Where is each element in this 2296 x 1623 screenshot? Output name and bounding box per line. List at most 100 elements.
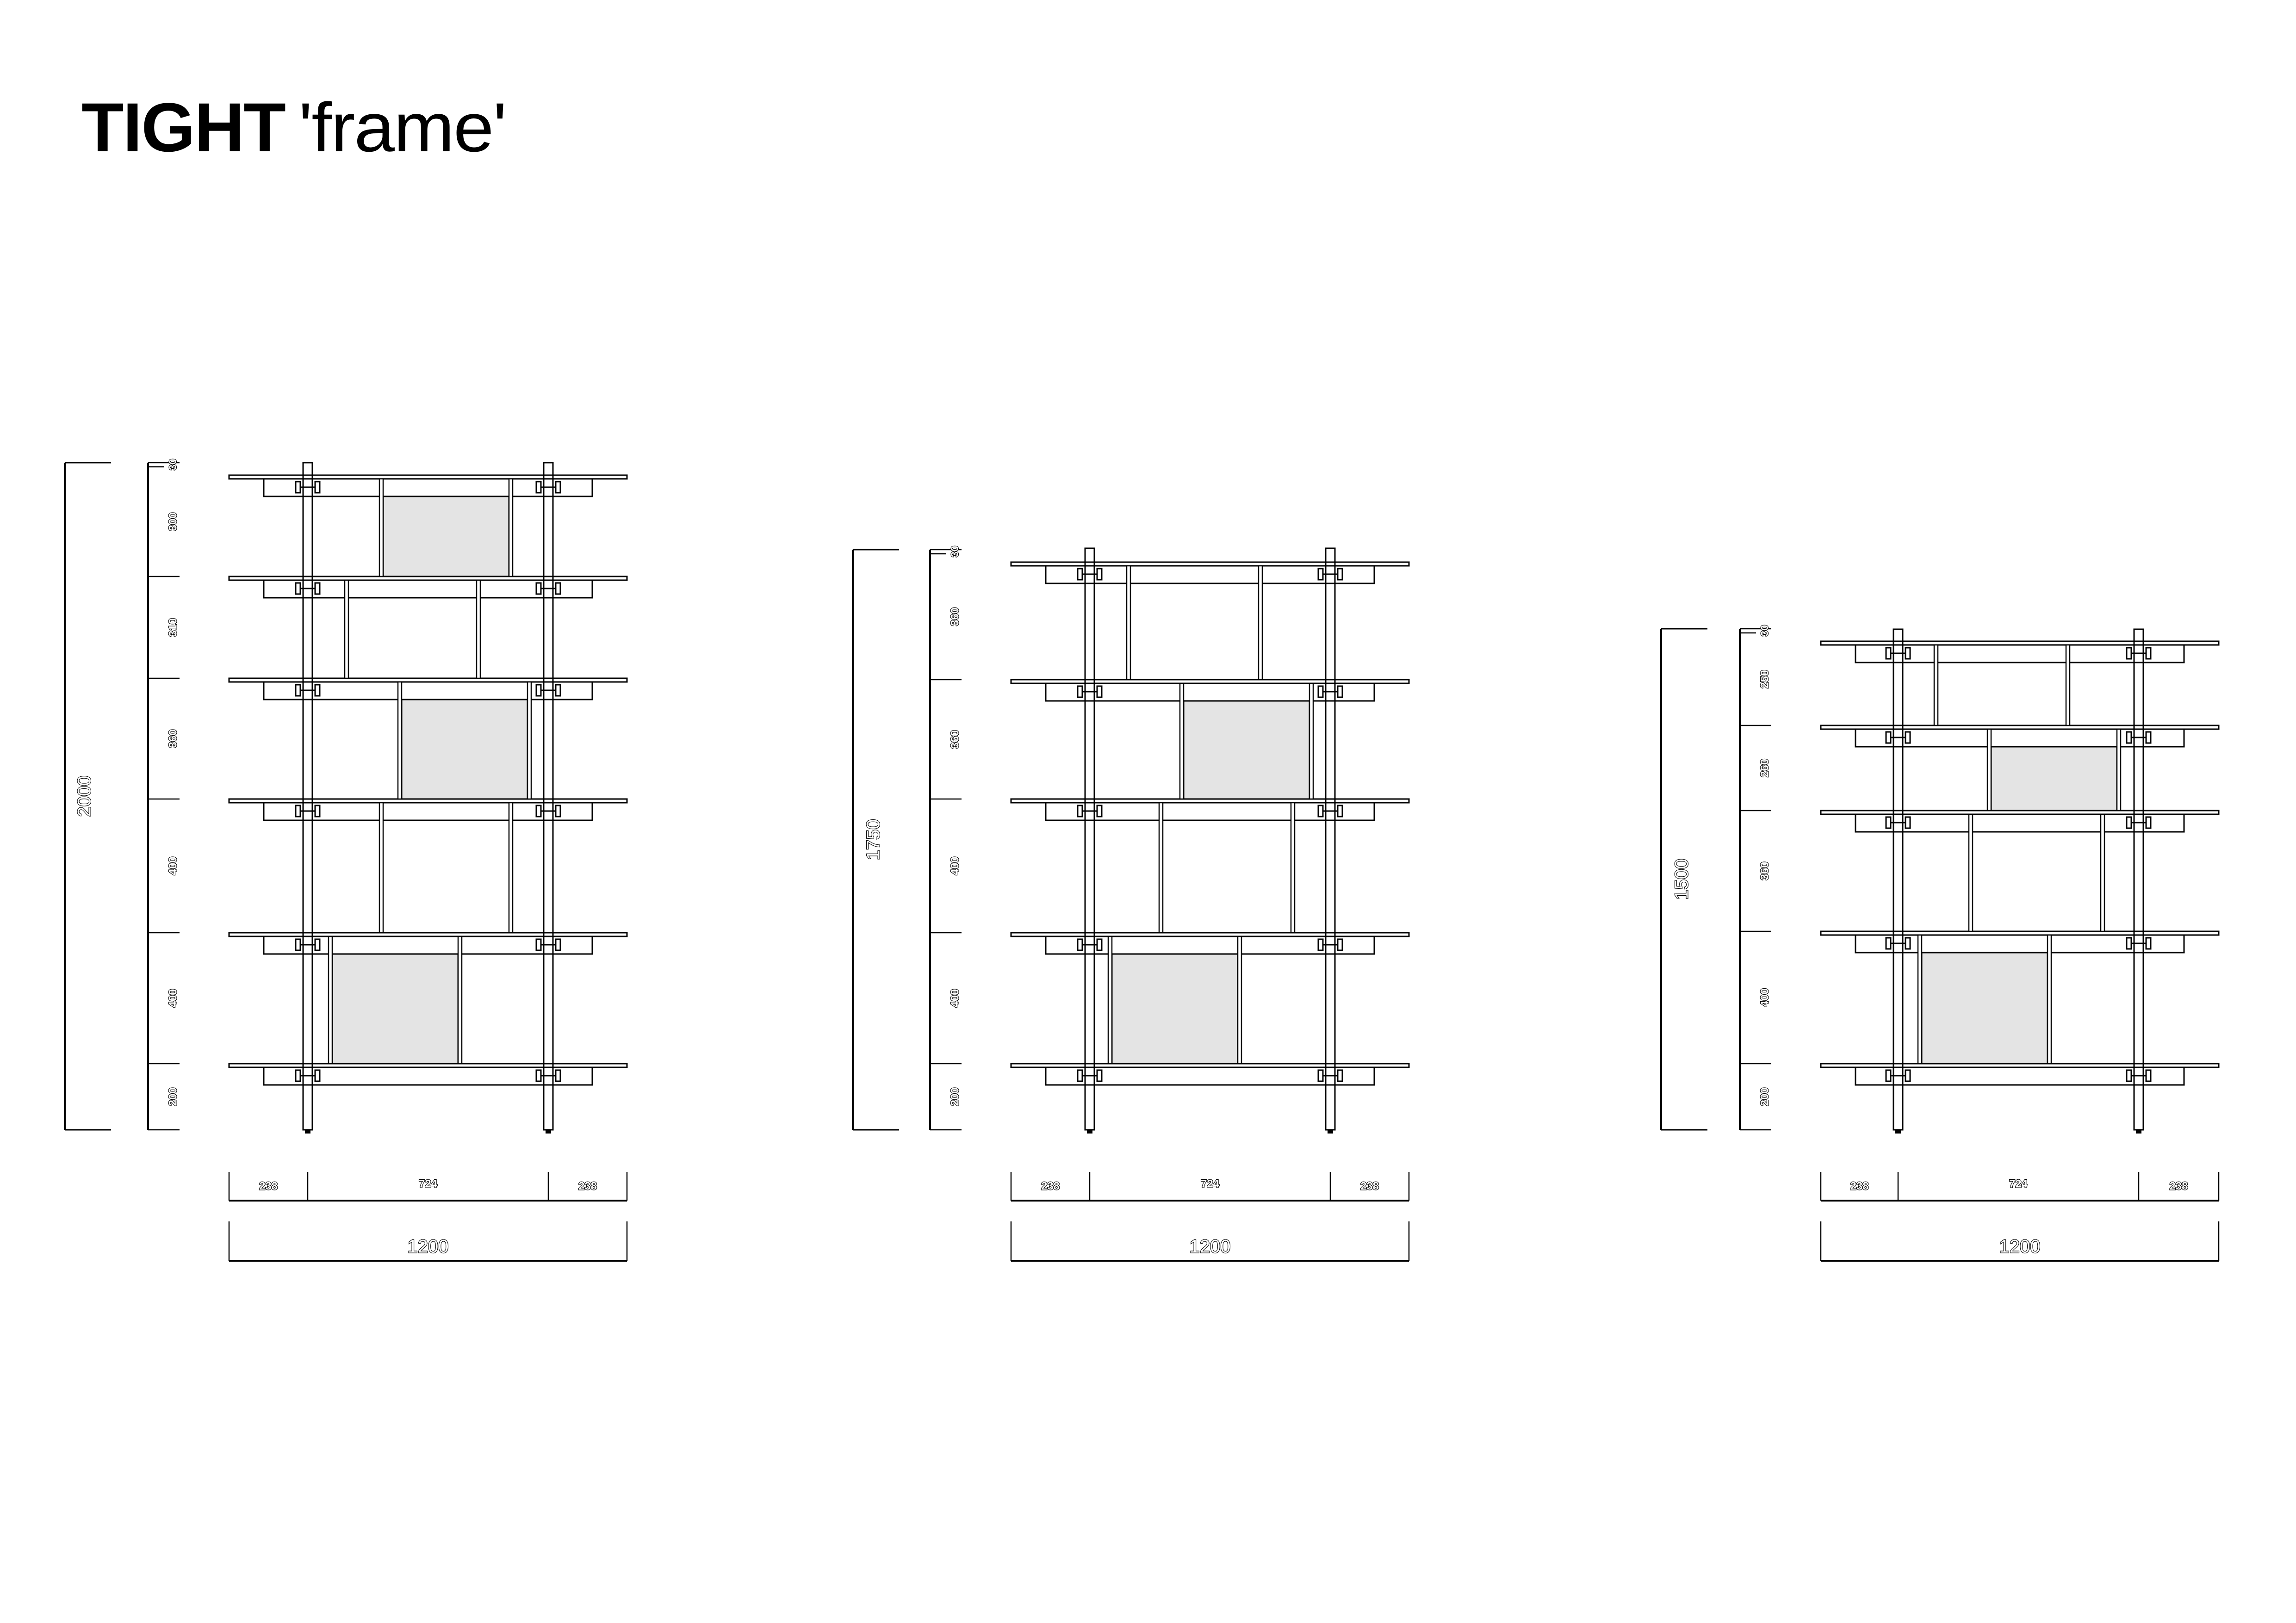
clamp-bracket (1077, 1069, 1083, 1082)
divider (527, 681, 532, 800)
divider (1126, 565, 1131, 681)
upright-post (1325, 547, 1336, 1131)
divider (476, 579, 481, 679)
clamp-bracket (314, 938, 321, 951)
dimension-segment-height: 30 (1759, 625, 1770, 636)
clamp-bracket (1096, 1069, 1103, 1082)
foot (2136, 1130, 2141, 1134)
dimension-total-width: 1200 (1999, 1237, 2041, 1257)
clamp-bracket (295, 684, 301, 697)
clamp-bracket (1077, 805, 1083, 818)
divider (2100, 813, 2105, 932)
divider (2047, 934, 2052, 1065)
dimension-segment-height: 400 (949, 989, 961, 1007)
dimension-total-height: 1750 (863, 819, 884, 861)
clamp-bracket (1885, 1069, 1892, 1082)
clamp-bracket (1317, 568, 1324, 581)
upright-post (1084, 547, 1095, 1131)
divider (1107, 935, 1113, 1065)
dimension-width-segment: 724 (1201, 1177, 1220, 1190)
clamp-bracket (1885, 816, 1892, 829)
clamp-bracket (1096, 805, 1103, 818)
clamp-bracket (535, 938, 542, 951)
dimension-segment-height: 400 (167, 856, 179, 875)
dimension-width-segment: 238 (1360, 1180, 1379, 1192)
divider (2065, 644, 2071, 726)
dimension-width-segment: 724 (2009, 1177, 2028, 1190)
dimension-total-height: 2000 (74, 776, 95, 817)
upright-post (543, 462, 554, 1131)
clamp-bracket (535, 684, 542, 697)
divider (1158, 802, 1164, 934)
back-panel (401, 699, 528, 800)
clamp-bracket (1337, 1069, 1343, 1082)
clamp-bracket (1905, 816, 1911, 829)
dimension-segment-height: 30 (167, 459, 179, 470)
clamp-bracket (535, 481, 542, 494)
divider (344, 579, 349, 679)
clamp-bracket (314, 684, 321, 697)
clamp-bracket (535, 1069, 542, 1082)
dimension-width-segment: 238 (1850, 1180, 1868, 1192)
divider (508, 478, 514, 577)
clamp-bracket (2126, 816, 2132, 829)
back-panel (1921, 952, 2048, 1065)
dimension-total-width: 1200 (1190, 1237, 1231, 1257)
dimension-total-width: 1200 (408, 1237, 449, 1257)
dimension-width-segment: 724 (419, 1177, 438, 1190)
foot (305, 1130, 310, 1134)
clamp-bracket (2126, 731, 2132, 744)
dimension-segment-height: 400 (167, 989, 179, 1007)
divider (1309, 682, 1314, 800)
clamp-bracket (1077, 685, 1083, 698)
divider (379, 802, 384, 934)
upright-post (2133, 628, 2144, 1131)
dimension-segment-height: 360 (949, 730, 961, 749)
dimension-segment-height: 310 (167, 618, 179, 637)
dimension-segment-height: 400 (949, 856, 961, 875)
dimension-segment-height: 400 (1758, 988, 1771, 1007)
divider (397, 681, 403, 800)
clamp-bracket (555, 684, 561, 697)
dimension-width-segment: 238 (1041, 1180, 1060, 1192)
clamp-bracket (555, 805, 561, 818)
clamp-bracket (314, 481, 321, 494)
divider (508, 802, 514, 934)
back-panel (1111, 953, 1239, 1065)
dimension-segment-height: 360 (949, 607, 961, 626)
clamp-bracket (2145, 647, 2152, 660)
dimension-segment-height: 360 (1758, 861, 1771, 880)
foot (546, 1130, 551, 1134)
dimension-segment-height: 360 (167, 729, 179, 748)
clamp-bracket (2145, 1069, 2152, 1082)
clamp-bracket (295, 582, 301, 595)
divider (1933, 644, 1939, 726)
foot (1328, 1130, 1333, 1134)
clamp-bracket (295, 938, 301, 951)
clamp-bracket (295, 1069, 301, 1082)
clamp-bracket (2145, 816, 2152, 829)
clamp-bracket (1337, 938, 1343, 951)
back-panel (382, 496, 510, 577)
dimension-segment-height: 300 (167, 512, 179, 531)
clamp-bracket (1337, 805, 1343, 818)
clamp-bracket (1096, 685, 1103, 698)
back-panel (1990, 746, 2118, 812)
clamp-bracket (2126, 1069, 2132, 1082)
clamp-bracket (1885, 647, 1892, 660)
back-panel (331, 953, 459, 1065)
clamp-bracket (2126, 647, 2132, 660)
clamp-bracket (1096, 938, 1103, 951)
clamp-bracket (295, 805, 301, 818)
dimension-segment-height: 200 (949, 1087, 961, 1106)
clamp-bracket (314, 582, 321, 595)
clamp-bracket (314, 1069, 321, 1082)
divider (1290, 802, 1296, 934)
divider (2116, 728, 2122, 812)
clamp-bracket (1905, 647, 1911, 660)
clamp-bracket (555, 481, 561, 494)
dimension-segment-height: 200 (1758, 1087, 1771, 1106)
dimension-segment-height: 200 (167, 1087, 179, 1106)
